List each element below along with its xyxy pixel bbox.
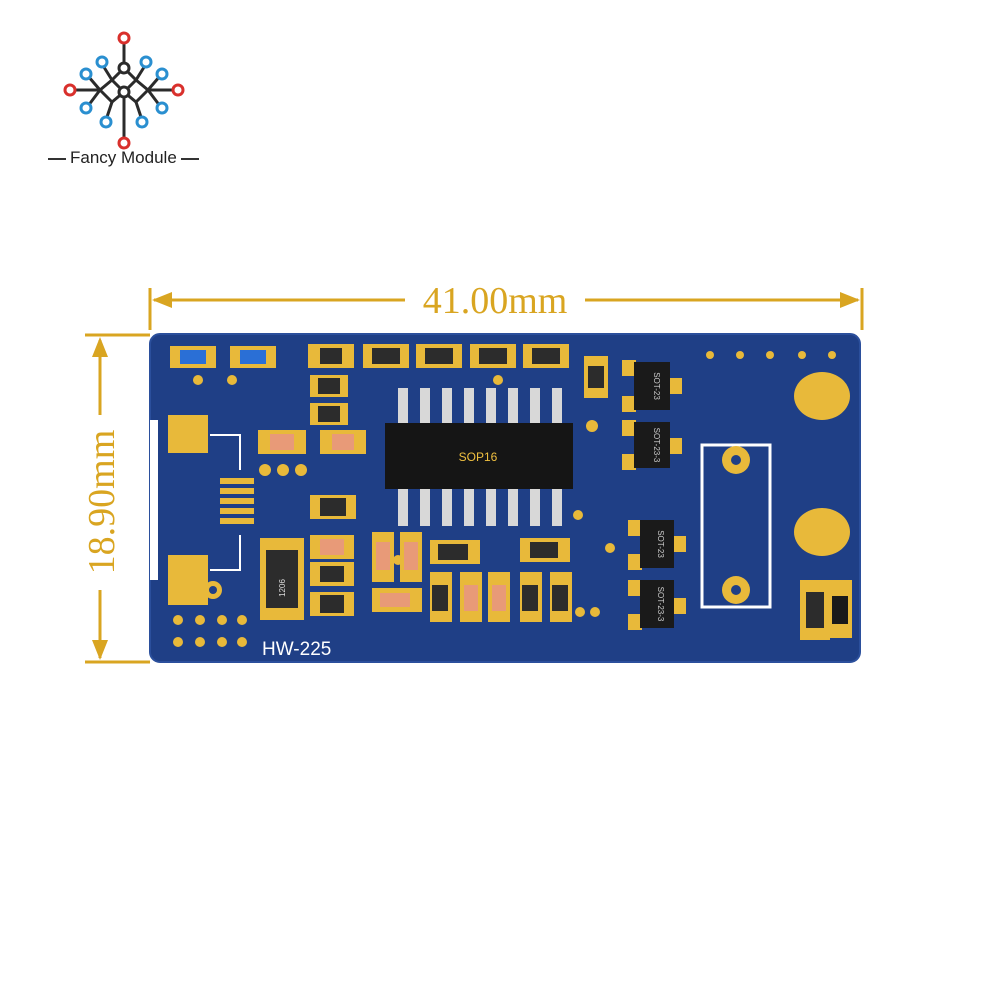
board-model-label: HW-225	[262, 639, 331, 660]
height-label: 18.90mm	[81, 430, 123, 575]
sot23-label-4: SOT-23-3	[656, 587, 665, 622]
sot23-label-3: SOT-23	[656, 530, 665, 558]
pcb-drawing: 41.00mm 18.90mm	[81, 280, 864, 664]
brand-label: Fancy Module	[44, 148, 214, 168]
width-label: 41.00mm	[423, 280, 568, 322]
sot23-label-2: SOT-23-3	[652, 428, 661, 463]
height-dimension: 18.90mm	[81, 333, 150, 664]
pcb-module-figure: 41.00mm 18.90mm	[80, 270, 880, 670]
sot23-group: SOT-23 SOT-23-3 SOT-23 SOT-23-3	[622, 360, 686, 630]
sot23-label-1: SOT-23	[652, 372, 661, 400]
ic-label: SOP16	[459, 450, 498, 464]
brand-dash-left	[48, 157, 66, 160]
fancy-module-logo	[40, 30, 220, 180]
resistor-code: 1206	[278, 579, 287, 597]
width-dimension: 41.00mm	[148, 280, 864, 330]
brand-name: Fancy Module	[70, 148, 177, 167]
pcb-board: SOP16 1206	[149, 333, 861, 663]
circuit-logo-icon	[63, 31, 185, 150]
sop16-ic: SOP16	[385, 388, 573, 526]
brand-dash-right	[180, 157, 199, 160]
